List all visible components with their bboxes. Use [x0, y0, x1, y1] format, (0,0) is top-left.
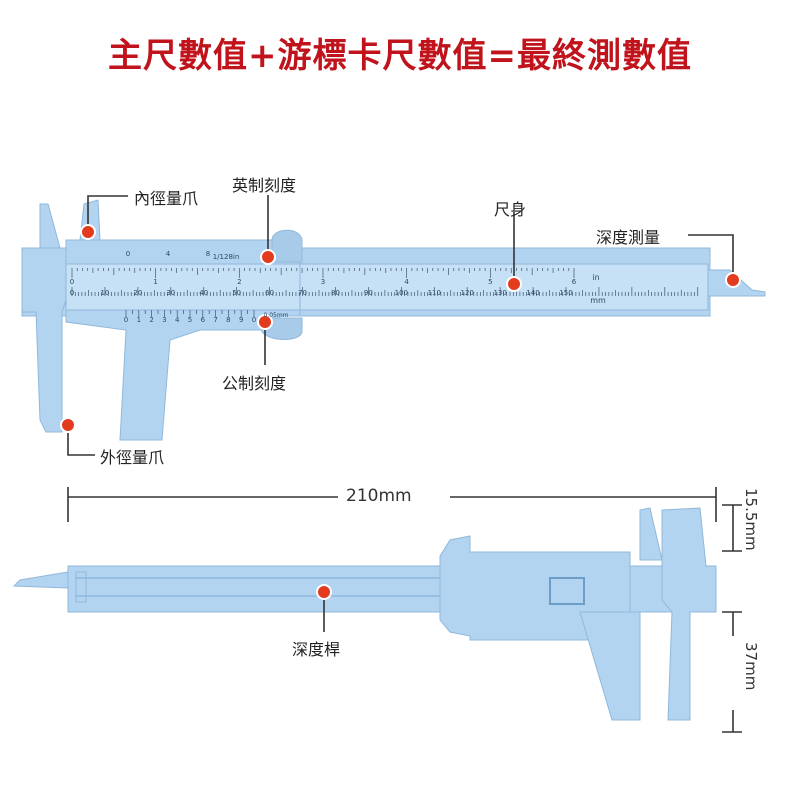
dimension-length: 210mm	[346, 486, 412, 506]
vernier-number: 2	[149, 316, 154, 324]
mm-number: 60	[265, 289, 275, 297]
vernier-window	[65, 263, 301, 311]
mm-number: 80	[330, 289, 340, 297]
mm-number: 100	[394, 289, 409, 297]
inch-number: 5	[488, 278, 493, 286]
mm-number: 90	[363, 289, 373, 297]
label-inch-scale: 英制刻度	[232, 176, 297, 195]
fixed-outer-jaw	[21, 247, 67, 433]
vernier-number: 5	[187, 316, 193, 324]
back-depth-rod-tip	[12, 571, 69, 589]
vernier-number: 4	[174, 316, 180, 324]
marker-metric-vernier	[257, 314, 273, 330]
marker-depth-rod	[316, 584, 332, 600]
mm-number: 150	[559, 289, 573, 297]
page-title: 主尺數值+游標卡尺數值=最終測數值	[108, 36, 692, 76]
inch-number: 4	[404, 278, 409, 286]
mm-number: 0	[69, 289, 75, 297]
vernier-number: 9	[238, 316, 244, 324]
marker-inner-jaw	[80, 224, 96, 240]
inch-resolution: 1/128in	[212, 253, 240, 261]
markers	[60, 224, 741, 600]
main-scale-area	[299, 263, 709, 311]
back-sliding-upper-jaw	[639, 507, 663, 561]
mm-number: 50	[232, 289, 242, 297]
scale-ticks	[71, 268, 699, 317]
mm-number: 130	[493, 289, 507, 297]
vernier-resolution: 0.05mm	[263, 312, 289, 319]
inch-unit: in	[592, 273, 600, 282]
inch-number: 2	[237, 278, 242, 286]
vernier-number: 1	[136, 316, 142, 324]
inch-number: 1	[153, 278, 158, 286]
mm-number: 140	[526, 289, 540, 297]
mm-number: 110	[427, 289, 441, 297]
vernier-number: 8	[226, 316, 231, 324]
inch-number: 3	[320, 278, 326, 286]
leader-lines	[67, 195, 742, 733]
vernier-number: 0	[123, 316, 129, 324]
dimension-jaw-thickness: 15.5mm	[742, 488, 760, 551]
caliper-back-view	[12, 507, 717, 721]
back-fixed-jaw	[661, 507, 717, 721]
mm-number: 10	[100, 289, 110, 297]
vernier-number: 3	[162, 316, 167, 324]
label-depth-measure: 深度測量	[596, 228, 661, 247]
marker-inch-scale	[260, 249, 276, 265]
mm-unit: mm	[590, 296, 606, 305]
slider-tab-top	[271, 229, 303, 263]
vernier-number: 6	[200, 316, 206, 324]
marker-main-scale	[506, 276, 522, 292]
vernier-number: 0	[251, 316, 257, 324]
label-depth-rod: 深度桿	[292, 640, 341, 659]
mm-number: 40	[199, 289, 209, 297]
label-metric-vernier: 公制刻度	[222, 374, 287, 393]
label-inner-jaw: 內徑量爪	[134, 189, 199, 208]
fixed-inner-jaw	[39, 203, 61, 249]
inch-vernier-number: 8	[205, 250, 211, 258]
inch-vernier-number: 0	[125, 250, 131, 258]
mm-number: 70	[298, 289, 307, 297]
mm-number: 20	[133, 289, 143, 297]
marker-depth-measure	[725, 272, 741, 288]
vernier-number: 7	[213, 316, 218, 324]
dimension-jaw-depth: 37mm	[742, 642, 760, 691]
mm-number: 30	[166, 289, 176, 297]
label-main-scale: 尺身	[494, 200, 527, 219]
mm-number: 120	[460, 289, 474, 297]
caliper-front-view	[21, 199, 766, 441]
label-outer-jaw: 外徑量爪	[100, 448, 165, 467]
inch-vernier-number: 4	[165, 250, 171, 258]
back-sliding-jaw	[579, 611, 641, 721]
inch-number: 0	[69, 278, 75, 286]
marker-outer-jaw	[60, 417, 76, 433]
inch-number: 6	[571, 278, 577, 286]
